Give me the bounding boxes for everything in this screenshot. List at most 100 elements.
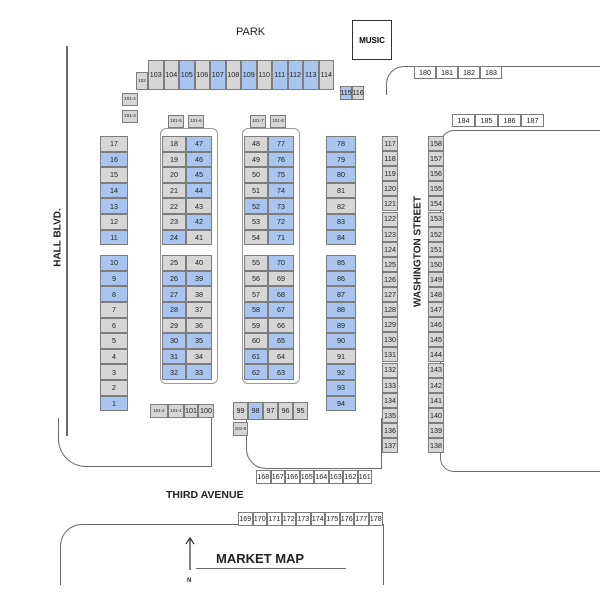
stall-121[interactable]: 121	[382, 196, 398, 212]
stall-109[interactable]: 109	[241, 60, 257, 90]
stall-167[interactable]: 167	[270, 470, 285, 484]
stall-146[interactable]: 146	[428, 317, 444, 333]
stall-31[interactable]: 31	[162, 348, 186, 365]
stall-129[interactable]: 129	[382, 317, 398, 333]
stall-171[interactable]: 171	[267, 512, 282, 526]
stall-80[interactable]: 80	[326, 167, 356, 183]
stall-16[interactable]: 16	[100, 151, 128, 168]
stall-9[interactable]: 9	[100, 270, 128, 287]
stall-32[interactable]: 32	[162, 364, 186, 380]
stall-15[interactable]: 15	[100, 167, 128, 183]
stall-133[interactable]: 133	[382, 377, 398, 393]
stall-78[interactable]: 78	[326, 136, 356, 152]
stall-84[interactable]: 84	[326, 229, 356, 246]
stall-77[interactable]: 77	[268, 136, 294, 152]
stall-142[interactable]: 142	[428, 377, 444, 393]
stall-153[interactable]: 153	[428, 211, 444, 227]
stall-29[interactable]: 29	[162, 317, 186, 334]
stall-130[interactable]: 130	[382, 332, 398, 348]
stall-54[interactable]: 54	[244, 229, 268, 246]
stall-18[interactable]: 18	[162, 136, 186, 152]
stall-116[interactable]: 116	[352, 86, 364, 100]
stall-101-2[interactable]: 101-2	[150, 404, 168, 418]
stall-112[interactable]: 112	[287, 60, 303, 90]
stall-103[interactable]: 103	[148, 60, 164, 90]
stall-46[interactable]: 46	[186, 151, 212, 168]
stall-104[interactable]: 104	[163, 60, 179, 90]
stall-20[interactable]: 20	[162, 167, 186, 183]
stall-154[interactable]: 154	[428, 196, 444, 212]
stall-93[interactable]: 93	[326, 380, 356, 396]
stall-101-4[interactable]: 101-4	[122, 93, 138, 106]
stall-36[interactable]: 36	[186, 317, 212, 334]
stall-145[interactable]: 145	[428, 332, 444, 348]
stall-86[interactable]: 86	[326, 270, 356, 287]
stall-58[interactable]: 58	[244, 302, 268, 318]
stall-101-9[interactable]: 101-9	[233, 422, 248, 436]
stall-111[interactable]: 111	[272, 60, 288, 90]
stall-101-7[interactable]: 101-7	[250, 115, 266, 128]
stall-95[interactable]: 95	[293, 402, 308, 420]
stall-62[interactable]: 62	[244, 364, 268, 380]
stall-101[interactable]: 101	[184, 404, 198, 418]
stall-65[interactable]: 65	[268, 333, 294, 349]
stall-42[interactable]: 42	[186, 214, 212, 230]
stall-22[interactable]: 22	[162, 198, 186, 214]
stall-150[interactable]: 150	[428, 256, 444, 272]
stall-102[interactable]: 102	[136, 72, 148, 90]
stall-43[interactable]: 43	[186, 198, 212, 214]
stall-26[interactable]: 26	[162, 270, 186, 287]
stall-35[interactable]: 35	[186, 333, 212, 349]
stall-55[interactable]: 55	[244, 255, 268, 271]
stall-178[interactable]: 178	[368, 512, 383, 526]
stall-119[interactable]: 119	[382, 166, 398, 182]
stall-101-3[interactable]: 101-3	[122, 110, 138, 123]
stall-100[interactable]: 100	[198, 404, 214, 418]
stall-45[interactable]: 45	[186, 167, 212, 183]
stall-64[interactable]: 64	[268, 348, 294, 365]
stall-81[interactable]: 81	[326, 182, 356, 199]
stall-52[interactable]: 52	[244, 198, 268, 214]
stall-39[interactable]: 39	[186, 270, 212, 287]
stall-173[interactable]: 173	[296, 512, 311, 526]
stall-74[interactable]: 74	[268, 182, 294, 199]
stall-157[interactable]: 157	[428, 151, 444, 167]
stall-164[interactable]: 164	[314, 470, 329, 484]
stall-176[interactable]: 176	[339, 512, 354, 526]
stall-13[interactable]: 13	[100, 198, 128, 214]
stall-71[interactable]: 71	[268, 229, 294, 246]
stall-127[interactable]: 127	[382, 287, 398, 303]
stall-79[interactable]: 79	[326, 151, 356, 168]
stall-182[interactable]: 182	[458, 66, 480, 79]
stall-1[interactable]: 1	[100, 395, 128, 412]
stall-118[interactable]: 118	[382, 151, 398, 167]
stall-108[interactable]: 108	[225, 60, 241, 90]
stall-27[interactable]: 27	[162, 286, 186, 302]
stall-53[interactable]: 53	[244, 214, 268, 230]
stall-107[interactable]: 107	[210, 60, 226, 90]
stall-59[interactable]: 59	[244, 317, 268, 334]
stall-144[interactable]: 144	[428, 347, 444, 363]
stall-138[interactable]: 138	[428, 438, 444, 454]
stall-181[interactable]: 181	[436, 66, 458, 79]
stall-37[interactable]: 37	[186, 302, 212, 318]
stall-175[interactable]: 175	[325, 512, 340, 526]
stall-105[interactable]: 105	[179, 60, 195, 90]
stall-56[interactable]: 56	[244, 270, 268, 287]
stall-28[interactable]: 28	[162, 302, 186, 318]
stall-19[interactable]: 19	[162, 151, 186, 168]
stall-14[interactable]: 14	[100, 182, 128, 199]
stall-57[interactable]: 57	[244, 286, 268, 302]
stall-24[interactable]: 24	[162, 229, 186, 246]
stall-4[interactable]: 4	[100, 348, 128, 365]
stall-12[interactable]: 12	[100, 214, 128, 230]
stall-172[interactable]: 172	[281, 512, 296, 526]
stall-7[interactable]: 7	[100, 302, 128, 318]
stall-169[interactable]: 169	[238, 512, 253, 526]
stall-184[interactable]: 184	[452, 114, 475, 127]
stall-91[interactable]: 91	[326, 348, 356, 365]
stall-101-6[interactable]: 101-6	[188, 115, 204, 128]
stall-147[interactable]: 147	[428, 302, 444, 318]
stall-148[interactable]: 148	[428, 287, 444, 303]
stall-126[interactable]: 126	[382, 271, 398, 287]
